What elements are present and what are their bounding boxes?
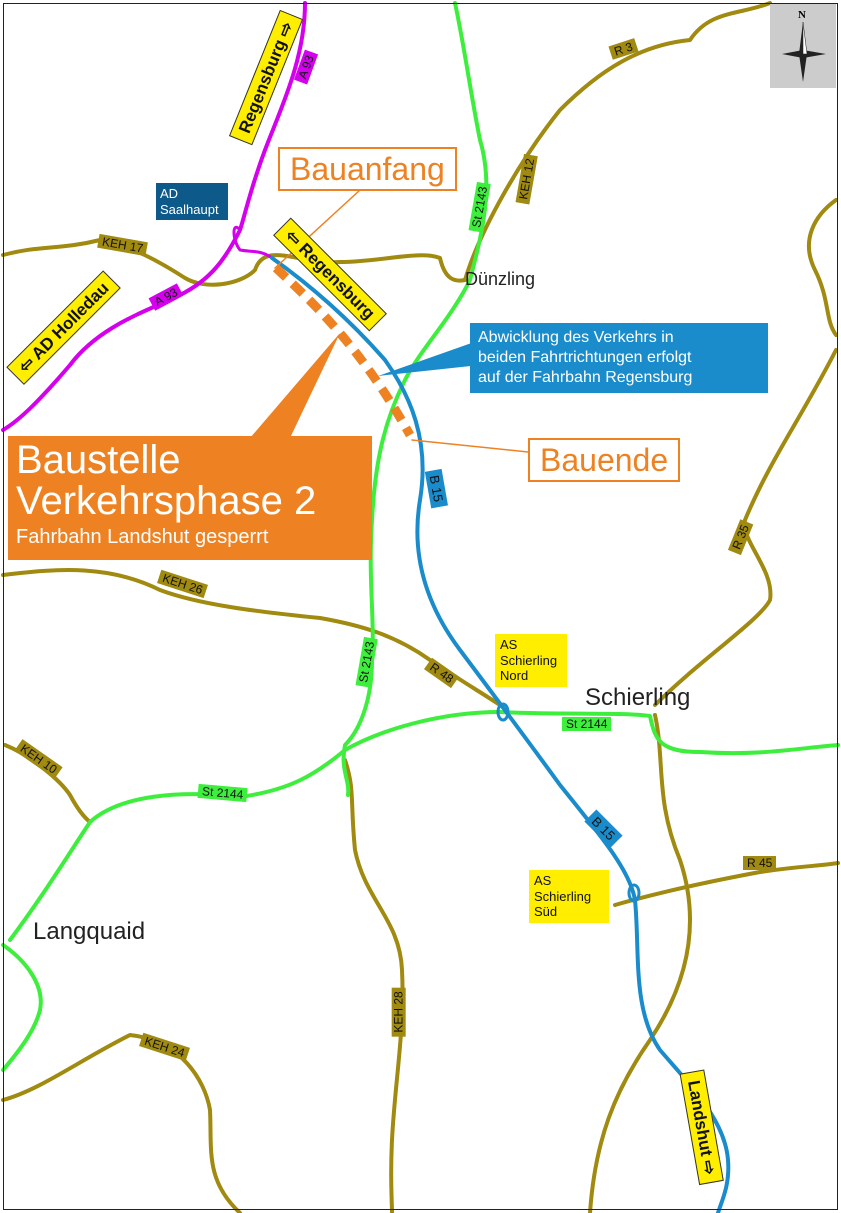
road-r3 [463,1,772,282]
note-pointer [378,340,480,376]
junction-ad-saalhaupt: AD Saalhaupt [156,183,228,221]
junction-as-schierling-sued: AS Schierling Süd [529,870,609,923]
a93-ramp [232,226,274,260]
label-bauende: Bauende [528,438,681,482]
place-duenzling: Dünzling [465,269,536,289]
construction-subtitle: Fahrbahn Landshut gesperrt [16,526,269,548]
road-right-edge [806,198,838,337]
construction-leaders [274,189,529,453]
place-schierling: Schierling [585,684,691,711]
road-label-keh28: KEH 28 [391,987,406,1037]
road-label-st2144: St 2144 [562,717,612,731]
construction-title-line1: Baustelle [16,438,181,482]
road-langquaid-south [1,943,43,1072]
junction-as-schierling-nord: AS Schierling Nord [495,634,567,687]
compass-north-label: N [798,9,806,21]
label-bauanfang: Bauanfang [278,147,457,191]
road-st2144-west [8,710,502,942]
road-st2143 [341,1,489,797]
place-langquaid: Langquaid [33,918,146,945]
construction-info-box: Baustelle Verkehrsphase 2 Fahrbahn Lands… [8,436,372,560]
road-south [588,713,692,1213]
traffic-note: Abwicklung des Verkehrs in beiden Fahrtr… [470,323,768,393]
compass-rose-icon [782,21,826,82]
road-label-r45: R 45 [743,856,777,870]
construction-title-line2: Verkehrsphase 2 [16,479,317,523]
road-keh28 [343,758,405,1213]
road-r35 [653,348,838,707]
road-st2144-east [498,710,840,756]
interchange-schierling-sued [627,883,641,903]
road-keh17 [1,238,467,287]
road-a93 [1,1,307,432]
compass: N [770,4,836,88]
road-r45 [613,861,840,907]
road-keh24 [1,1033,242,1213]
construction-pointer [250,333,340,438]
interchange-schierling-nord [496,702,510,722]
